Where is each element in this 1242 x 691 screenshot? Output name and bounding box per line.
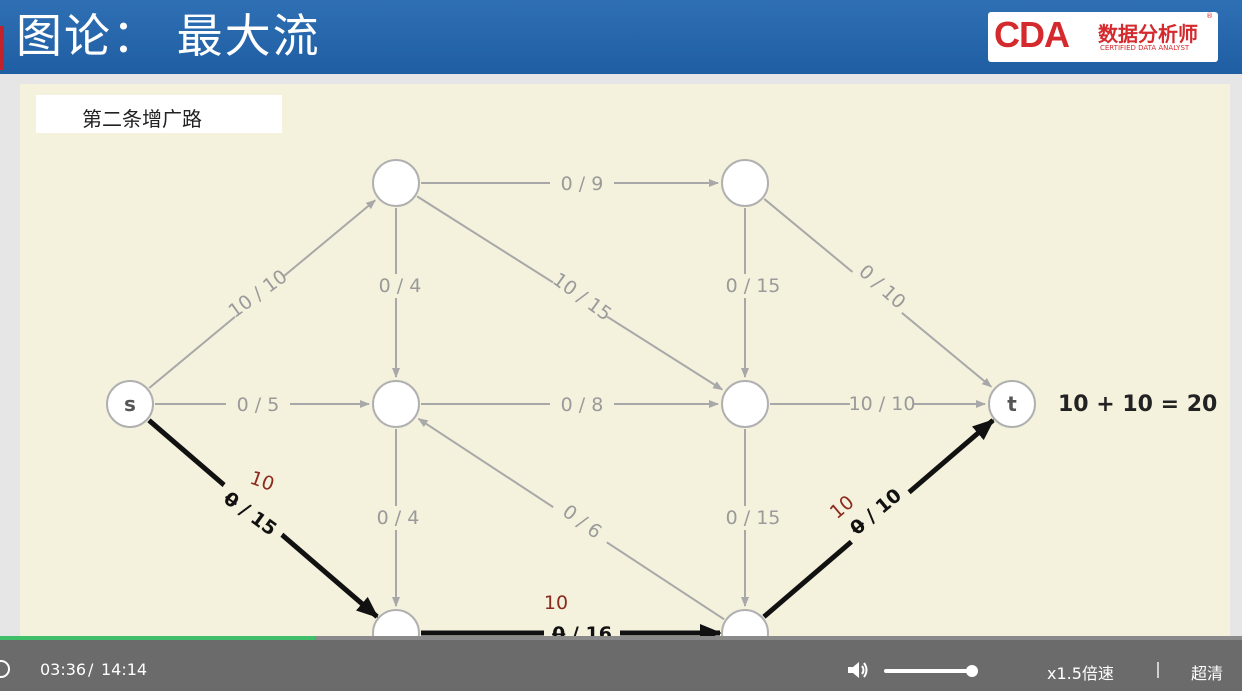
edge-label-c-e: 0 / 4 <box>377 507 420 529</box>
edge-label-a-c: 0 / 4 <box>379 275 422 297</box>
logo-mark: CDA <box>994 14 1070 55</box>
header-accent <box>0 26 4 70</box>
path-label-bg <box>212 481 288 547</box>
node-d <box>721 380 769 428</box>
new-flow-label: 10 <box>544 592 568 614</box>
edge-label-bg <box>850 256 914 318</box>
node-label-t: t <box>1007 392 1017 416</box>
edge-label-bg <box>225 265 291 323</box>
edge-label-bg <box>368 274 432 298</box>
logo-name-en: CERTIFIED DATA ANALYST <box>1100 44 1190 52</box>
path-edge-label: 0 / 10 <box>846 484 906 539</box>
subtitle-box: 第二条增广路 <box>36 95 282 133</box>
logo-name-cn: 数据分析师 <box>1098 22 1198 46</box>
cda-logo: CDA 数据分析师 CERTIFIED DATA ANALYST ® <box>988 12 1218 62</box>
play-icon[interactable] <box>0 660 10 678</box>
slide-header: 图论： 最大流 CDA 数据分析师 CERTIFIED DATA ANALYST… <box>0 0 1242 74</box>
edge-label-bg <box>850 392 914 416</box>
edge-label-a-d: 10 / 15 <box>548 268 615 325</box>
edge-label-s-c: 0 / 5 <box>237 394 280 416</box>
edge-label-bg <box>550 172 614 196</box>
new-flow-label: 10 <box>247 467 277 496</box>
node-s <box>106 380 154 428</box>
path-label-bg <box>839 478 913 546</box>
slide-title: 图论： 最大流 <box>16 9 321 63</box>
edge-label-d-t: 10 / 10 <box>849 393 916 415</box>
total-flow-label: 10 + 10 = 20 <box>1058 392 1217 417</box>
edge-label-bg <box>549 493 615 551</box>
time-current: 03:36 <box>40 660 87 679</box>
node-a <box>372 159 420 207</box>
time-total: 14:14 <box>101 660 148 679</box>
node-label-s: s <box>124 392 136 416</box>
path-edge-label: 0 / 15 <box>219 488 280 541</box>
edge-label-bg <box>550 393 614 417</box>
edge-label-bg <box>366 506 430 530</box>
edge-label-bg <box>226 393 290 417</box>
edge-label-bg <box>549 268 615 326</box>
video-controls <box>0 640 1242 691</box>
time-separator: / <box>88 660 94 679</box>
controls-divider <box>1157 662 1159 678</box>
node-t <box>988 380 1036 428</box>
quality-button[interactable]: 超清 <box>1191 664 1224 683</box>
edge-label-bg <box>721 274 785 298</box>
logo-registered: ® <box>1206 12 1213 20</box>
progress-bar[interactable] <box>0 636 1242 641</box>
node-c <box>372 380 420 428</box>
volume-slider[interactable] <box>884 665 978 677</box>
volume-icon[interactable] <box>846 659 870 681</box>
edge-label-c-d: 0 / 8 <box>561 394 604 416</box>
edge-label-b-t: 0 / 10 <box>854 261 909 314</box>
diagram-panel <box>20 84 1230 640</box>
edge-label-b-d: 0 / 15 <box>726 275 781 297</box>
progress-fill <box>0 636 316 641</box>
slide-subtitle: 第二条增广路 <box>82 107 202 131</box>
node-b <box>721 159 769 207</box>
edge-label-bg <box>721 506 785 530</box>
playback-speed-button[interactable]: x1.5倍速 <box>1047 664 1114 683</box>
edge-label-d-f: 0 / 15 <box>726 507 781 529</box>
edge-label-s-a: 10 / 10 <box>224 265 291 322</box>
volume-knob[interactable] <box>966 665 978 677</box>
edge-label-a-b: 0 / 9 <box>561 173 604 195</box>
